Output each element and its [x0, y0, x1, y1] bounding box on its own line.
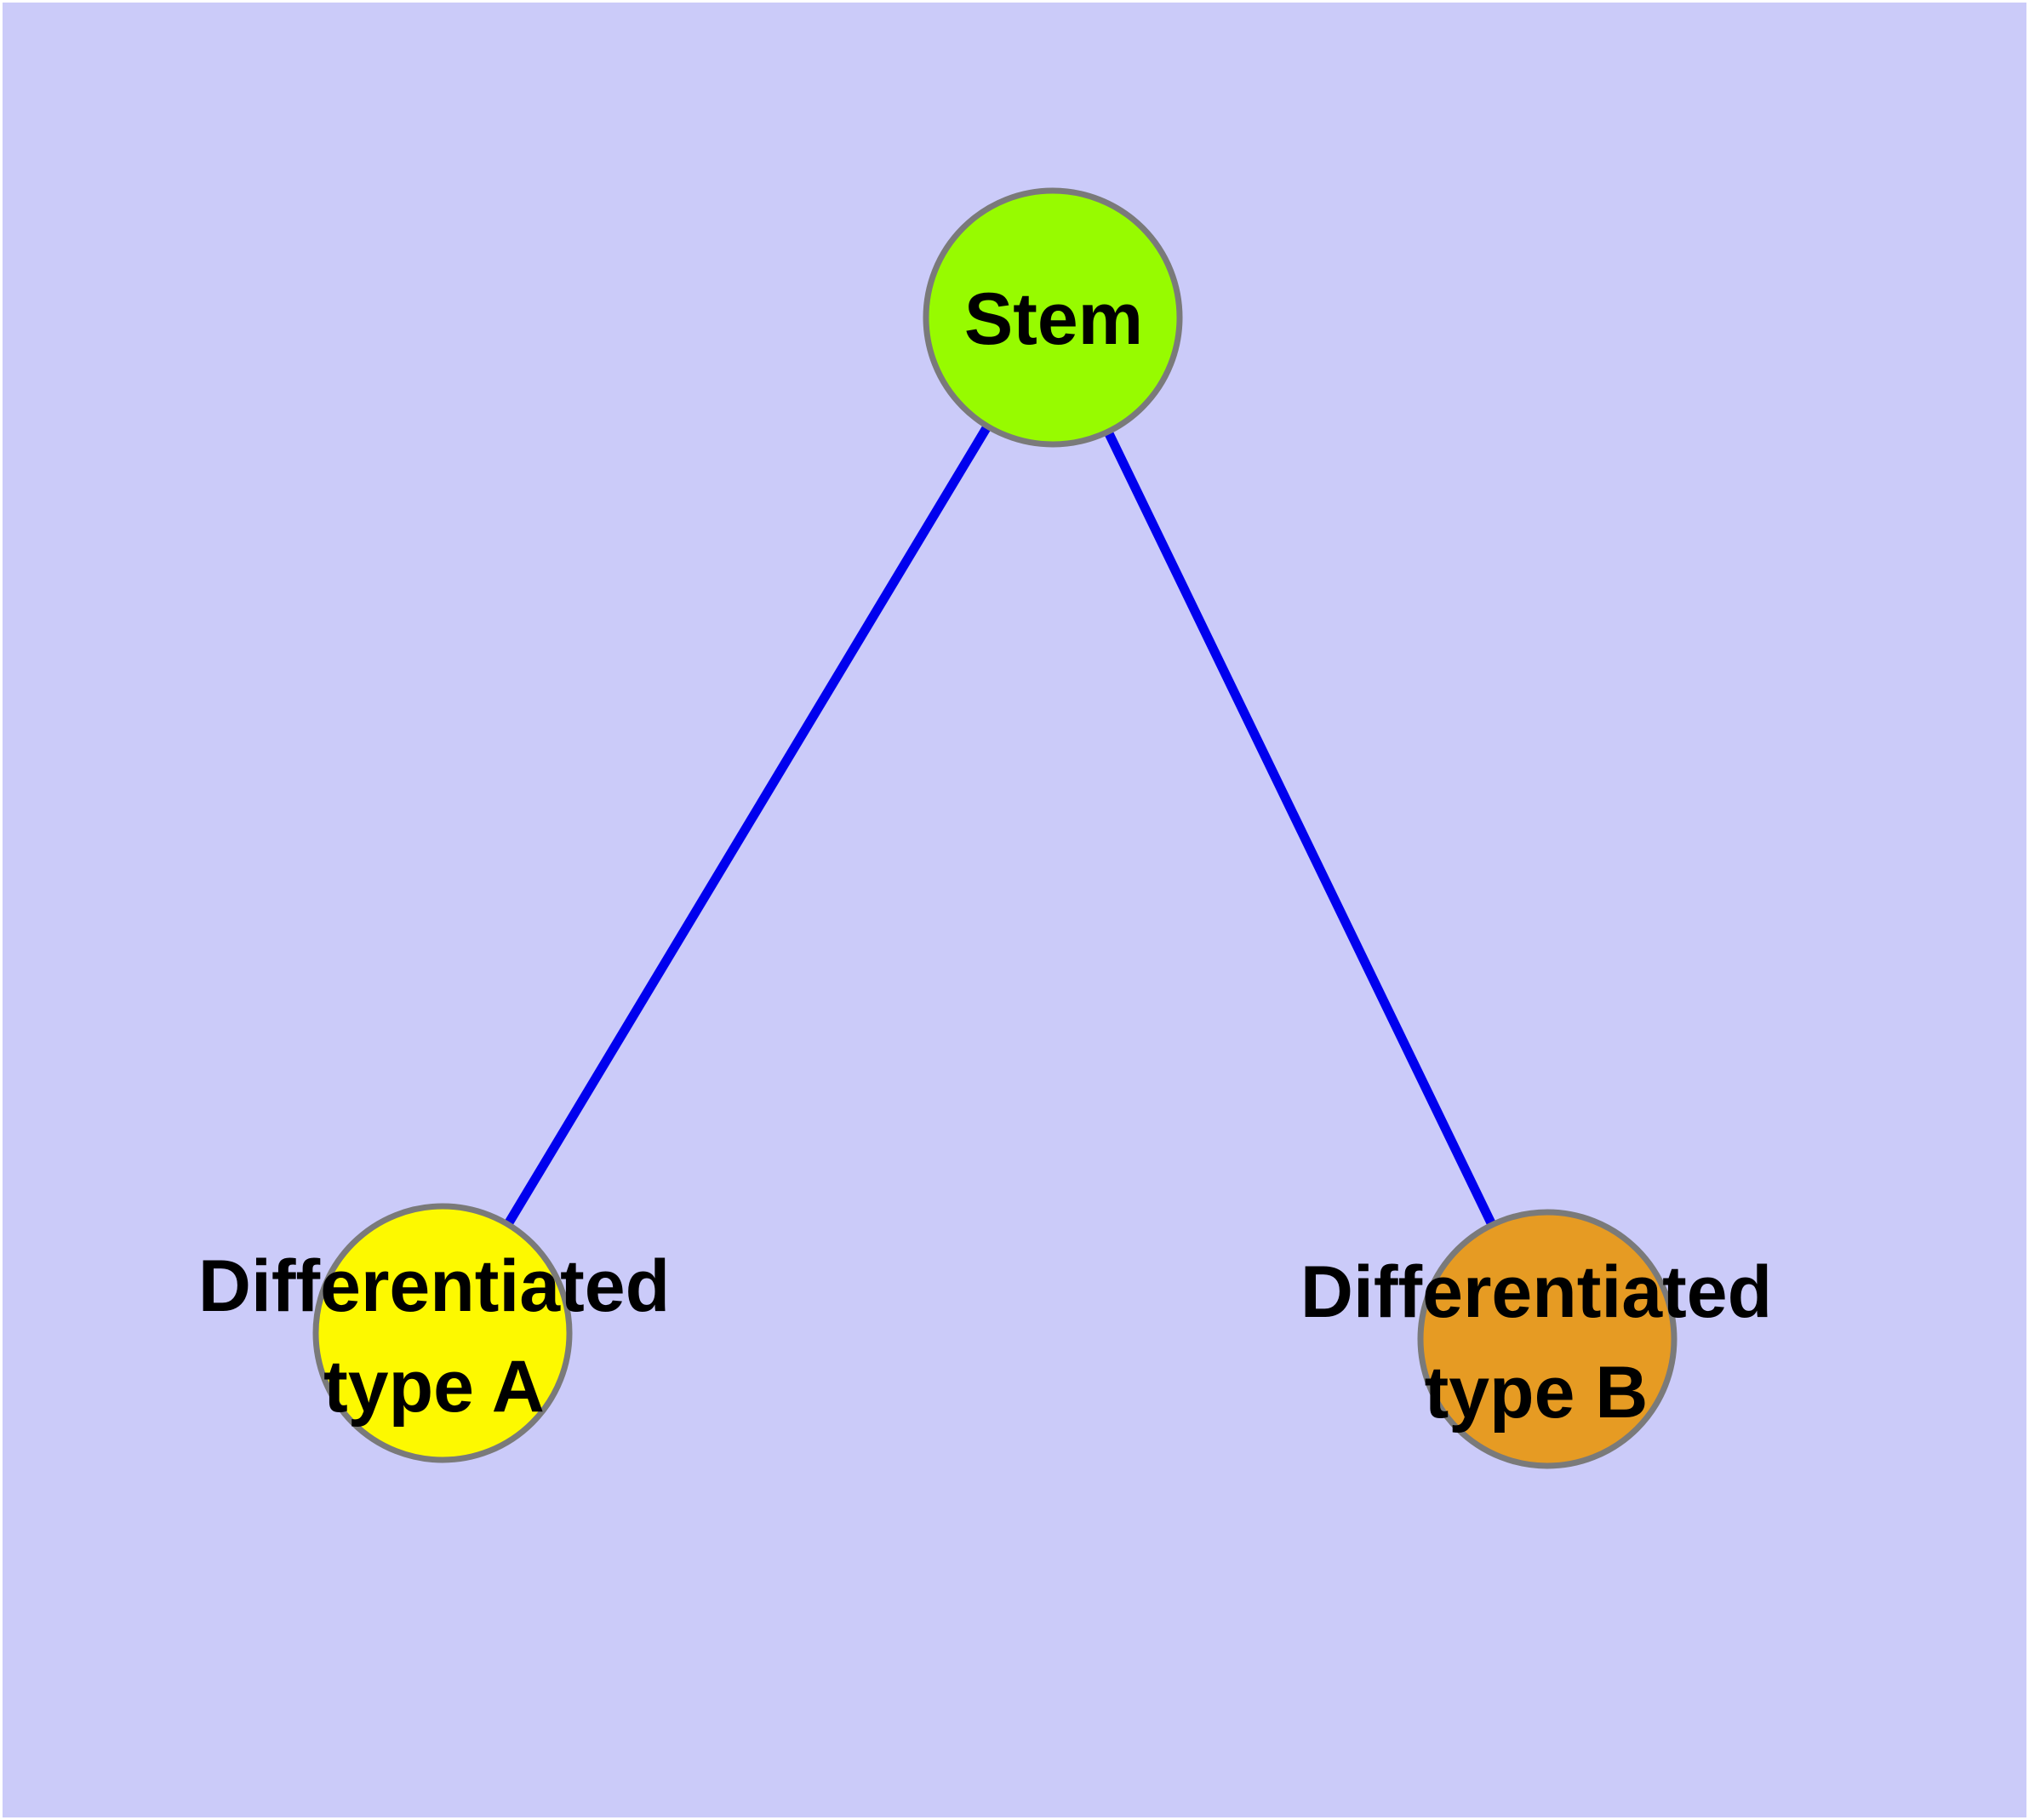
node-differentiated-type-a [312, 1203, 573, 1463]
node-stem-label: Stem [964, 278, 1143, 360]
node-type-a-label-line1: Differentiated [198, 1245, 670, 1327]
node-type-b-label-line2: type B [1425, 1352, 1649, 1434]
node-type-a-label-line2: type A [323, 1346, 545, 1428]
node-stem [923, 187, 1183, 448]
edge-stem-to-type-a [438, 315, 1057, 1336]
node-type-b-label-line1: Differentiated [1300, 1251, 1772, 1333]
edge-stem-to-type-b [1049, 315, 1552, 1342]
node-differentiated-type-b [1417, 1209, 1677, 1469]
